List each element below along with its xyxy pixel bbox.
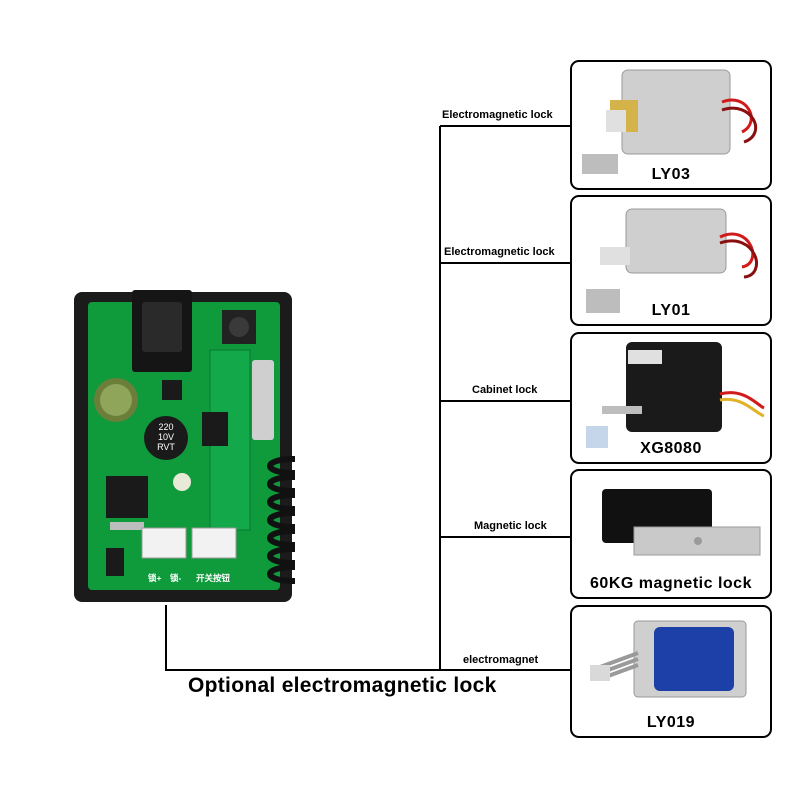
diagram-caption: Optional electromagnetic lock: [188, 674, 497, 697]
ly019-solenoid-image: [590, 620, 747, 698]
magnetic-lock-image: [602, 489, 761, 556]
terminal-label-lock-plus: 锁+: [148, 573, 162, 583]
lock-card-ly01: LY01: [570, 195, 772, 326]
lock-model-label: LY019: [646, 714, 696, 731]
connector-label-5: electromagnet: [463, 654, 539, 666]
lock-model-label: XG8080: [640, 440, 702, 457]
connector-label-3: Cabinet lock: [472, 384, 538, 396]
terminal-label-lock-minus: 锁-: [170, 573, 182, 583]
connector-label-2: Electromagnetic lock: [444, 246, 555, 258]
ly01-lock-image: [586, 208, 758, 313]
lock-model-label: 60KG magnetic lock: [590, 575, 752, 592]
lock-card-magnetic-lock: 60KG magnetic lock: [570, 469, 772, 599]
connector-label-4: Magnetic lock: [474, 520, 547, 532]
lock-card-xg8080: XG8080: [570, 332, 772, 464]
svg-text:RVT: RVT: [157, 442, 175, 452]
board-to-bus-wire: [165, 605, 440, 671]
ly03-lock-image: [582, 69, 758, 174]
xg8080-lock-image: [586, 342, 765, 448]
terminal-label-switch-button: 开关按钮: [196, 573, 231, 583]
connector-label-1: Electromagnetic lock: [442, 109, 553, 121]
lock-card-ly019: LY019: [570, 605, 772, 738]
receiver-board-illustration: 220 10V RVT: [74, 290, 317, 602]
lock-model-label: LY03: [651, 166, 691, 183]
svg-text:10V: 10V: [158, 432, 174, 442]
lock-model-label: LY01: [651, 302, 691, 319]
receiver-board: 220 10V RVT 锁+ 锁- 开关按钮: [70, 290, 317, 606]
svg-text:220: 220: [158, 422, 173, 432]
lock-card-ly03: LY03: [570, 60, 772, 190]
